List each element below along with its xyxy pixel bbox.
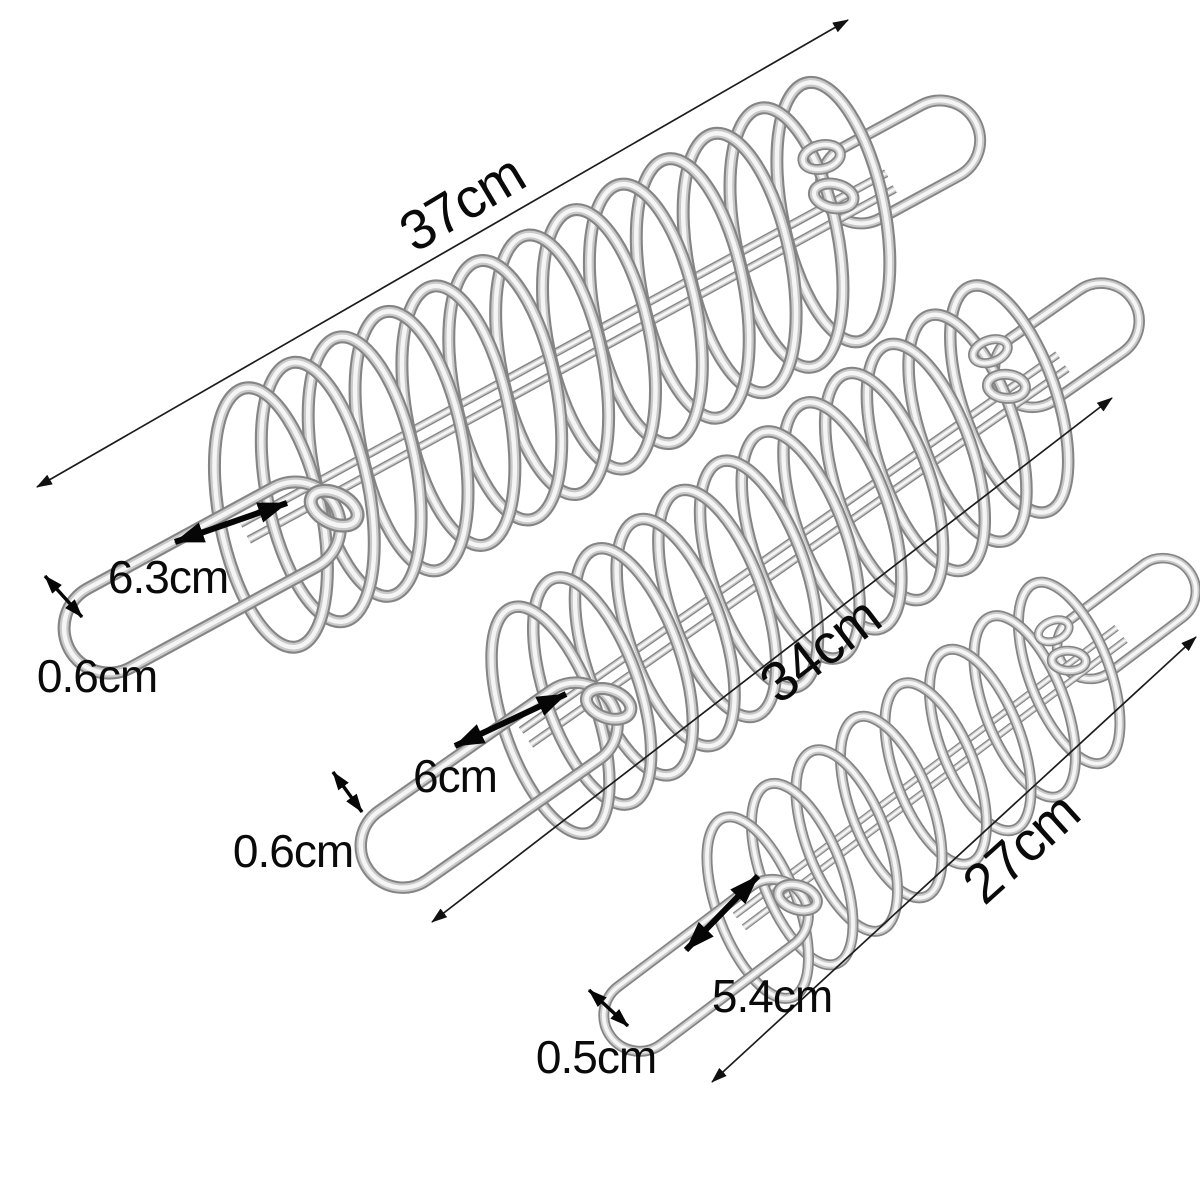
small-spring-diameter-arrow	[683, 873, 761, 953]
large-spring-diameter-arrow	[174, 500, 288, 545]
large-spring-wire-arrow	[43, 574, 84, 619]
large-spring-wire-label: 0.6cm	[36, 650, 158, 702]
small-spring-wire-label: 0.5cm	[535, 1031, 657, 1083]
small-spring-diameter-label: 5.4cm	[711, 970, 833, 1022]
medium-spring-wire-label: 0.6cm	[232, 825, 354, 877]
dimension-annotations	[36, 19, 1197, 1083]
large-spring	[57, 75, 987, 680]
small-spring-length-dimension-line	[711, 636, 1197, 1083]
large-spring-diameter-label: 6.3cm	[107, 551, 229, 603]
large-spring-length-dimension-line	[36, 19, 849, 488]
small-spring-wire-arrow	[587, 988, 630, 1028]
medium-spring-diameter-arrow	[453, 691, 568, 749]
medium-spring-diameter-label: 6cm	[413, 750, 498, 802]
medium-spring-wire-arrow	[331, 770, 364, 814]
